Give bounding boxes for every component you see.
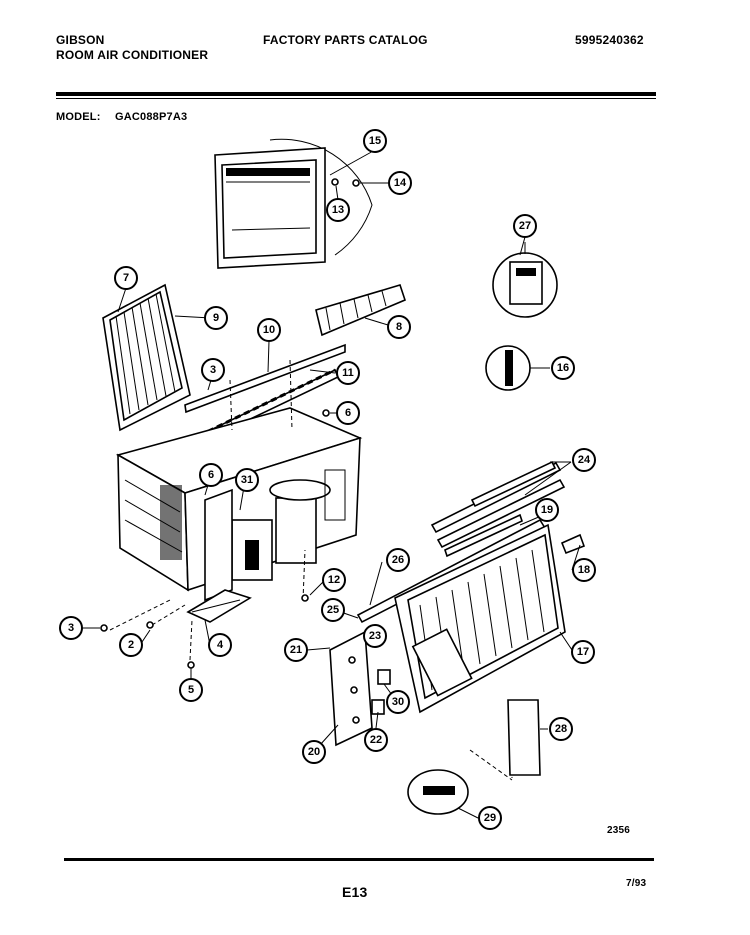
svg-text:13: 13 bbox=[332, 204, 344, 216]
svg-text:27: 27 bbox=[519, 220, 531, 232]
svg-text:6: 6 bbox=[208, 469, 214, 481]
svg-text:3: 3 bbox=[210, 364, 216, 376]
clip-detail bbox=[407, 769, 469, 815]
drawing-number: 2356 bbox=[607, 825, 631, 836]
product-name: ROOM AIR CONDITIONER bbox=[56, 48, 209, 62]
bracket-detail bbox=[492, 236, 558, 318]
svg-text:22: 22 bbox=[370, 734, 382, 746]
louver-blades bbox=[430, 460, 566, 558]
svg-text:26: 26 bbox=[392, 554, 404, 566]
callout-27: 27 bbox=[513, 214, 537, 238]
catalog-number: 5995240362 bbox=[575, 33, 644, 47]
svg-text:21: 21 bbox=[290, 644, 302, 656]
callout-31: 31 bbox=[235, 468, 259, 492]
filter-grille bbox=[102, 283, 191, 432]
callout-23: 23 bbox=[363, 624, 387, 648]
svg-text:7: 7 bbox=[123, 272, 129, 284]
louver-part bbox=[315, 284, 406, 337]
callout-2: 2 bbox=[119, 633, 143, 657]
svg-text:28: 28 bbox=[555, 723, 567, 735]
svg-text:14: 14 bbox=[394, 177, 407, 189]
callout-16: 16 bbox=[551, 356, 575, 380]
svg-text:15: 15 bbox=[369, 135, 381, 147]
svg-text:6: 6 bbox=[345, 407, 351, 419]
callout-3-upper: 3 bbox=[201, 358, 225, 382]
callout-4: 4 bbox=[208, 633, 232, 657]
callout-26: 26 bbox=[386, 548, 410, 572]
callout-6-upper: 6 bbox=[336, 401, 360, 425]
callout-5: 5 bbox=[179, 678, 203, 702]
svg-text:10: 10 bbox=[263, 324, 275, 336]
revision-date: 7/93 bbox=[626, 878, 647, 889]
svg-text:23: 23 bbox=[369, 630, 381, 642]
svg-text:19: 19 bbox=[541, 504, 553, 516]
callout-29: 29 bbox=[478, 806, 502, 830]
front-grille-panel bbox=[394, 523, 586, 714]
air-filter bbox=[507, 699, 541, 776]
brand-name: GIBSON bbox=[56, 33, 105, 47]
clip-detail-16 bbox=[485, 345, 531, 391]
callout-14: 14 bbox=[388, 171, 412, 195]
callout-30: 30 bbox=[386, 690, 410, 714]
svg-text:25: 25 bbox=[327, 604, 339, 616]
header-rule-thin bbox=[56, 98, 656, 99]
control-panel bbox=[329, 630, 391, 747]
svg-text:18: 18 bbox=[578, 564, 590, 576]
callout-19: 19 bbox=[535, 498, 559, 522]
svg-text:5: 5 bbox=[188, 684, 194, 696]
catalog-title: FACTORY PARTS CATALOG bbox=[263, 33, 428, 47]
svg-text:8: 8 bbox=[396, 321, 402, 333]
callout-20: 20 bbox=[302, 740, 326, 764]
callout-9: 9 bbox=[204, 306, 228, 330]
svg-text:20: 20 bbox=[308, 746, 320, 758]
cabinet-chassis bbox=[115, 407, 363, 623]
svg-text:9: 9 bbox=[213, 312, 219, 324]
svg-text:2: 2 bbox=[128, 639, 134, 651]
callout-18: 18 bbox=[572, 558, 596, 582]
callout-10: 10 bbox=[257, 318, 281, 342]
svg-text:24: 24 bbox=[578, 454, 591, 466]
footer-rule bbox=[64, 858, 654, 861]
callout-11: 11 bbox=[336, 361, 360, 385]
fasteners bbox=[100, 178, 360, 669]
callout-3-lower: 3 bbox=[59, 616, 83, 640]
panel-corner-detail bbox=[214, 138, 373, 269]
svg-text:17: 17 bbox=[577, 646, 589, 658]
callout-17: 17 bbox=[571, 640, 595, 664]
callout-15: 15 bbox=[363, 129, 387, 153]
callout-12: 12 bbox=[322, 568, 346, 592]
callout-22: 22 bbox=[364, 728, 388, 752]
callout-8: 8 bbox=[387, 315, 411, 339]
svg-text:12: 12 bbox=[328, 574, 340, 586]
callout-21: 21 bbox=[284, 638, 308, 662]
callout-7: 7 bbox=[114, 266, 138, 290]
svg-text:31: 31 bbox=[241, 474, 253, 486]
callout-6-lower: 6 bbox=[199, 463, 223, 487]
svg-text:16: 16 bbox=[557, 362, 569, 374]
svg-text:29: 29 bbox=[484, 812, 496, 824]
svg-text:3: 3 bbox=[68, 622, 74, 634]
model-number: GAC088P7A3 bbox=[115, 111, 188, 123]
svg-text:30: 30 bbox=[392, 696, 404, 708]
page-number: E13 bbox=[342, 884, 368, 900]
header-rule-thick bbox=[56, 92, 656, 96]
svg-text:11: 11 bbox=[342, 367, 354, 379]
svg-text:4: 4 bbox=[217, 639, 224, 651]
callout-28: 28 bbox=[549, 717, 573, 741]
callout-13: 13 bbox=[326, 198, 350, 222]
model-label: MODEL: bbox=[56, 111, 101, 123]
callout-24: 24 bbox=[572, 448, 596, 472]
callout-25: 25 bbox=[321, 598, 345, 622]
